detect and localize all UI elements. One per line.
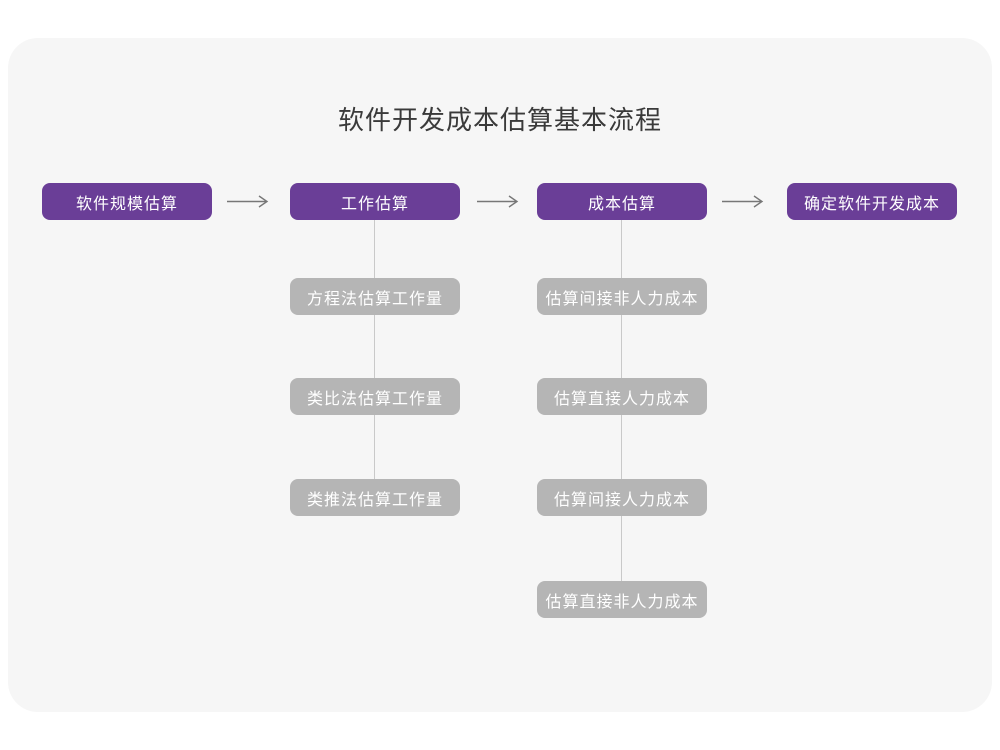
connector-line-work-column	[374, 220, 375, 482]
cost-step-indirect-non-labor: 估算间接非人力成本	[537, 278, 707, 315]
diagram-title: 软件开发成本估算基本流程	[337, 106, 662, 136]
flow-step-cost-estimation: 成本估算	[537, 183, 707, 220]
right-arrow-icon	[226, 195, 270, 208]
flow-step-determine-development-cost: 确定软件开发成本	[787, 183, 957, 220]
work-method-analogy: 类比法估算工作量	[290, 378, 460, 415]
cost-step-indirect-labor: 估算间接人力成本	[537, 479, 707, 516]
diagram-card	[8, 38, 992, 712]
right-arrow-icon	[476, 195, 520, 208]
flow-step-software-scale-estimation: 软件规模估算	[42, 183, 212, 220]
cost-step-direct-labor: 估算直接人力成本	[537, 378, 707, 415]
right-arrow-icon	[721, 195, 765, 208]
work-method-extrapolation: 类推法估算工作量	[290, 479, 460, 516]
flow-step-work-estimation: 工作估算	[290, 183, 460, 220]
work-method-equation: 方程法估算工作量	[290, 278, 460, 315]
cost-step-direct-non-labor: 估算直接非人力成本	[537, 581, 707, 618]
